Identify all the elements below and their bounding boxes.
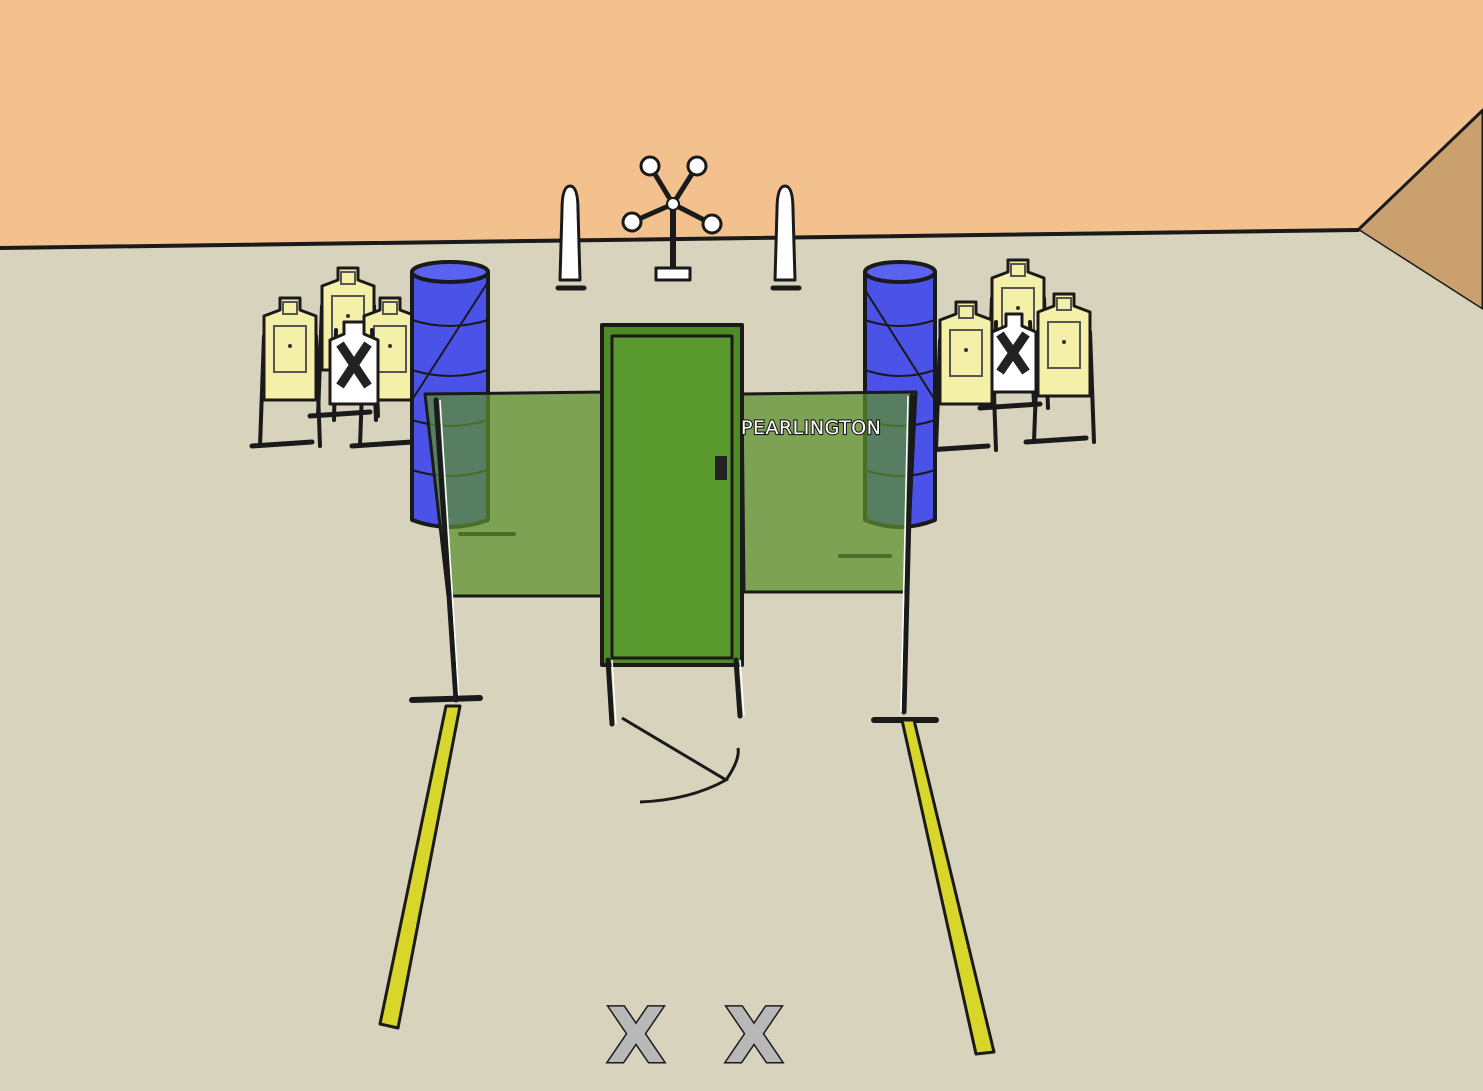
fault-line-right [900,718,996,1056]
sign-label: PEARLINGTON [741,417,881,439]
popper-left [555,184,587,291]
start-mark-right: X [725,991,784,1080]
no-shoot-target [990,312,1038,406]
target-array-right [928,260,1094,450]
popper-right [770,184,802,291]
star-target [621,155,723,282]
backstop-wall [0,0,1483,250]
door [600,323,745,804]
no-shoot-target [328,320,380,422]
start-mark-left: X [607,991,666,1080]
target-array-left [252,268,420,446]
fault-line-left [378,704,462,1030]
wall-panel-left [423,390,608,598]
